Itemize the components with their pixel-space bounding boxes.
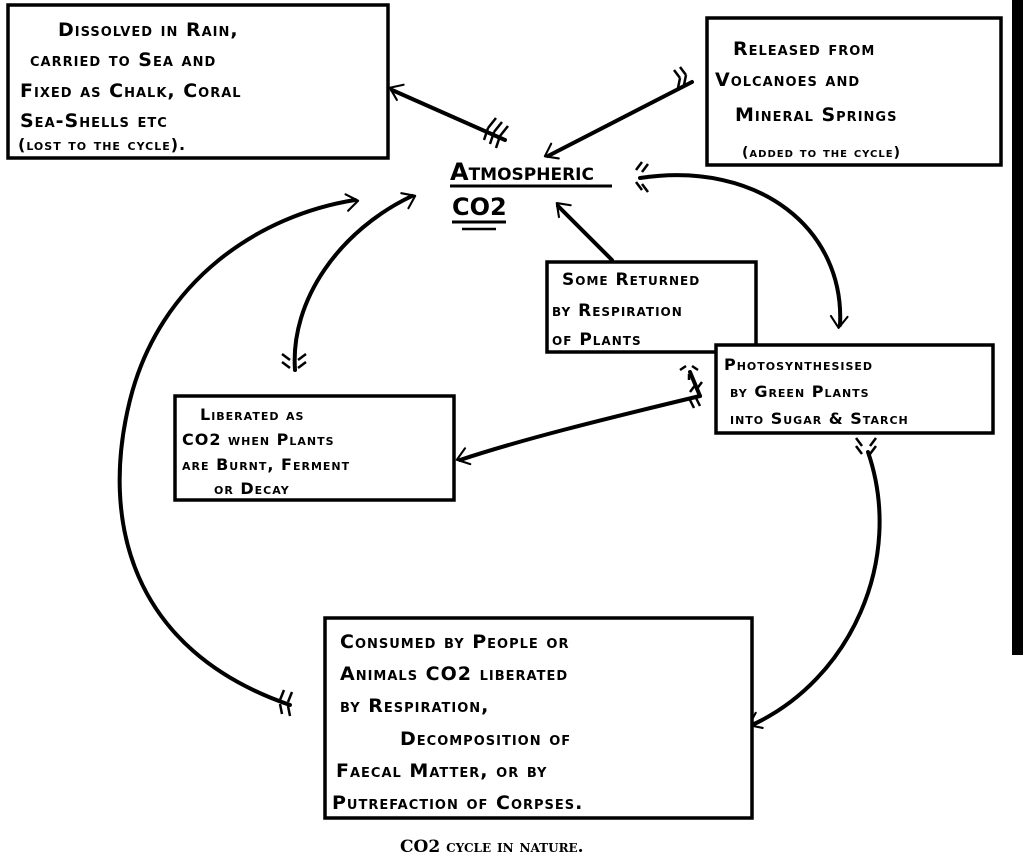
arrow-photosynthesis-to-consumed: [747, 450, 882, 729]
box-text: Dissolved in Rain,: [58, 19, 239, 41]
box-text: Some Returned: [562, 270, 700, 290]
scan-edge: [1012, 0, 1023, 655]
box-text: Consumed by People or: [340, 631, 569, 653]
atmospheric-co2-title: Atmospheric CO2: [450, 158, 612, 231]
box-respiration: Some Returned by Respiration of Plants: [545, 260, 758, 354]
box-text: CO2 when Plants: [182, 430, 335, 449]
box-photosynthesis: Photosynthesised by Green Plants into Su…: [714, 343, 995, 435]
arrow-feather: [855, 437, 877, 455]
box-text: (lost to the cycle).: [18, 135, 186, 154]
box-text: Mineral Springs: [735, 104, 897, 126]
arrow-feather: [278, 689, 294, 717]
box-text: into Sugar & Starch: [730, 409, 909, 428]
box-text: Faecal Matter, or by: [336, 760, 547, 782]
box-text: Sea-Shells etc: [20, 110, 168, 132]
box-text: (added to the cycle): [742, 145, 901, 161]
arrow-photosynthesis-to-liberated: [455, 394, 702, 466]
box-text: of Plants: [552, 330, 642, 350]
box-text: Decomposition of: [400, 728, 571, 750]
arrow-released-to-co2: [543, 80, 694, 160]
box-text: Liberated as: [200, 405, 304, 424]
arrow-co2-to-dissolved: [388, 83, 507, 142]
arrow-feather: [482, 117, 509, 149]
figure-caption: CO2 cycle in nature.: [400, 837, 584, 857]
arrow-feather: [679, 364, 699, 380]
box-text: Fixed as Chalk, Coral: [20, 80, 242, 102]
arrow-feather: [635, 161, 649, 193]
box-text: Putrefaction of Corpses.: [332, 792, 583, 814]
box-text: carried to Sea and: [30, 49, 216, 71]
arrow-co2-to-photosynthesis: [638, 173, 849, 329]
box-text: Volcanoes and: [715, 69, 860, 91]
box-text: Released from: [733, 38, 875, 60]
box-text: are Burnt, Ferment: [182, 455, 350, 474]
box-text: by Green Plants: [730, 382, 870, 401]
box-liberated: Liberated as CO2 when Plants are Burnt, …: [173, 394, 456, 502]
box-released: Released from Volcanoes and Mineral Spri…: [705, 16, 1003, 167]
arrows: [117, 66, 882, 729]
title-line1: Atmospheric: [450, 158, 594, 186]
box-text: by Respiration,: [340, 695, 489, 717]
box-consumed: Consumed by People or Animals CO2 libera…: [323, 616, 754, 820]
arrow-respiration-to-co2: [555, 202, 614, 262]
arrow-consumed-to-co2: [117, 193, 360, 707]
box-dissolved: Dissolved in Rain, carried to Sea and Fi…: [6, 3, 390, 160]
title-line2: CO2: [452, 193, 507, 221]
box-text: by Respiration: [552, 301, 683, 321]
box-text: or Decay: [214, 479, 290, 498]
arrow-liberated-to-co2: [292, 192, 417, 372]
arrow-feather: [281, 353, 307, 369]
arrow-feather: [673, 66, 688, 89]
arrow-feather: [688, 381, 703, 409]
box-text: Animals CO2 liberated: [340, 663, 568, 685]
box-text: Photosynthesised: [724, 355, 873, 374]
